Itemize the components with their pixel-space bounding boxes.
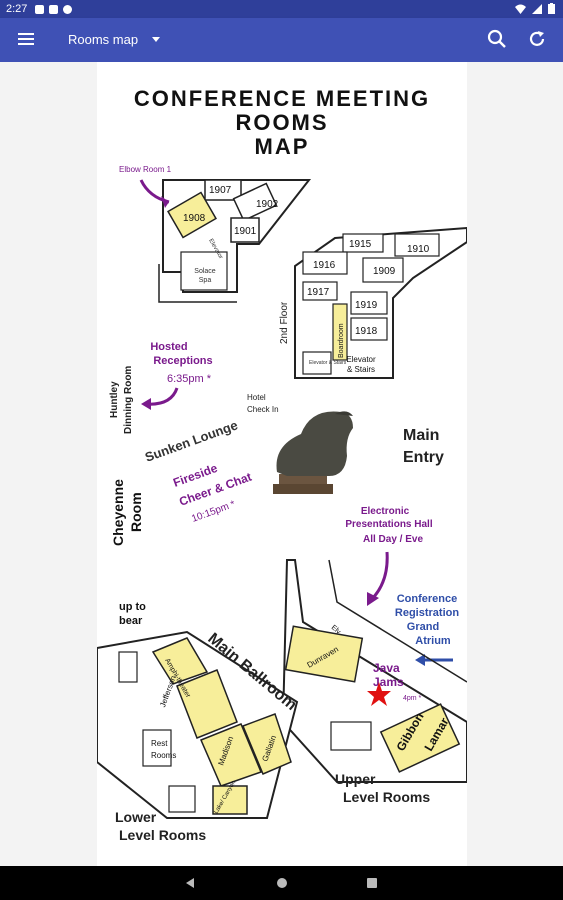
label-spa: Spa bbox=[199, 277, 212, 284]
system-nav-bar bbox=[0, 866, 563, 900]
star-icon bbox=[367, 682, 391, 706]
page-title[interactable]: Rooms map bbox=[68, 32, 139, 47]
notification-icon bbox=[35, 4, 45, 14]
label-jams: Jams bbox=[373, 675, 404, 689]
label-all-day: All Day / Eve bbox=[363, 534, 423, 545]
signal-icon bbox=[532, 3, 542, 14]
bear-statue-image bbox=[273, 411, 353, 494]
label-elbow-room: Elbow Room 1 bbox=[119, 165, 172, 174]
label-rest: Rest bbox=[151, 739, 168, 748]
wing-2nd-floor bbox=[294, 226, 467, 379]
room-1919: 1919 bbox=[355, 300, 378, 311]
hosted-arrow-head bbox=[141, 398, 151, 410]
room-1910: 1910 bbox=[407, 244, 430, 255]
room-1916: 1916 bbox=[313, 260, 336, 271]
room-1917: 1917 bbox=[307, 287, 330, 298]
recents-icon[interactable] bbox=[367, 878, 377, 888]
room-1915: 1915 bbox=[349, 239, 372, 250]
status-time: 2:27 bbox=[6, 3, 28, 15]
label-receptions: Receptions bbox=[153, 355, 212, 367]
label-upper-level-rooms: Level Rooms bbox=[343, 789, 430, 805]
app-bar: Rooms map bbox=[0, 18, 563, 62]
room-1902: 1902 bbox=[256, 199, 279, 210]
map-title-line3: MAP bbox=[255, 134, 310, 159]
label-java-time: 4pm * bbox=[403, 695, 422, 702]
room-1909: 1909 bbox=[373, 266, 396, 277]
wifi-icon bbox=[515, 4, 526, 14]
home-icon[interactable] bbox=[277, 878, 287, 888]
label-elv: Elv bbox=[330, 624, 342, 636]
label-up-to: up to bbox=[119, 601, 146, 613]
label-presentations-hall: Presentations Hall bbox=[345, 519, 432, 530]
label-atrium: Atrium bbox=[415, 635, 451, 647]
label-check-in: Check In bbox=[247, 405, 279, 414]
label-java: Java bbox=[373, 661, 400, 675]
label-hotel: Hotel bbox=[247, 393, 266, 402]
elbow-arrow-head bbox=[161, 196, 169, 208]
label-main: Main bbox=[403, 427, 439, 444]
label-elevator-stairs-small: Elevator & Stairs bbox=[309, 360, 347, 366]
label-registration: Registration bbox=[395, 607, 459, 619]
hamburger-menu-icon[interactable] bbox=[18, 33, 34, 46]
label-hosted: Hosted bbox=[150, 341, 187, 353]
label-lower-level-rooms: Level Rooms bbox=[119, 827, 206, 843]
registration-arrow-head bbox=[415, 654, 425, 666]
wing-upper-level bbox=[281, 559, 467, 783]
label-conference: Conference bbox=[397, 593, 458, 605]
label-sunken-lounge: Sunken Lounge bbox=[143, 417, 240, 464]
search-icon[interactable] bbox=[486, 28, 508, 50]
label-boardroom: Boardroom bbox=[338, 323, 345, 358]
label-elevator: Elevator bbox=[346, 355, 376, 364]
label-dining-room: Dinning Room bbox=[123, 366, 134, 434]
map-svg: CONFERENCE MEETING ROOMS MAP Elbow Room … bbox=[97, 86, 467, 843]
chevron-down-icon[interactable] bbox=[152, 37, 160, 42]
map-title-line1: CONFERENCE MEETING bbox=[134, 86, 430, 111]
label-rooms: Rooms bbox=[151, 751, 176, 760]
room-1918: 1918 bbox=[355, 326, 378, 337]
rooms-map-image[interactable]: CONFERENCE MEETING ROOMS MAP Elbow Room … bbox=[97, 62, 467, 866]
room-1908: 1908 bbox=[183, 213, 206, 224]
battery-icon bbox=[548, 3, 555, 14]
label-hosted-time: 6:35pm * bbox=[167, 373, 212, 385]
map-title-line2: ROOMS bbox=[235, 110, 328, 135]
room-1901: 1901 bbox=[234, 226, 257, 237]
status-right bbox=[515, 3, 555, 14]
label-and-stairs: & Stairs bbox=[347, 365, 375, 374]
label-grand: Grand bbox=[407, 621, 439, 633]
label-cheyenne-room: Room bbox=[128, 492, 144, 532]
room-1907: 1907 bbox=[209, 185, 232, 196]
at-sign-icon bbox=[63, 4, 73, 14]
label-cheyenne: Cheyenne bbox=[110, 479, 126, 546]
label-upper: Upper bbox=[335, 771, 376, 787]
label-solace: Solace bbox=[194, 268, 216, 275]
label-2nd-floor: 2nd Floor bbox=[279, 301, 290, 344]
label-electronic: Electronic bbox=[361, 506, 410, 517]
wing-lower-level bbox=[97, 630, 299, 819]
back-icon[interactable] bbox=[186, 878, 194, 888]
electronic-arrow bbox=[369, 551, 389, 602]
wing-top-left bbox=[158, 179, 312, 303]
status-bar: 2:27 bbox=[0, 0, 563, 18]
label-bear: bear bbox=[119, 615, 143, 627]
label-entry: Entry bbox=[403, 449, 444, 466]
refresh-icon[interactable] bbox=[526, 28, 548, 50]
label-huntley: Huntley bbox=[109, 381, 120, 418]
electronic-arrow-head bbox=[367, 592, 379, 606]
sim-icon bbox=[49, 4, 59, 14]
label-lower: Lower bbox=[115, 809, 157, 825]
